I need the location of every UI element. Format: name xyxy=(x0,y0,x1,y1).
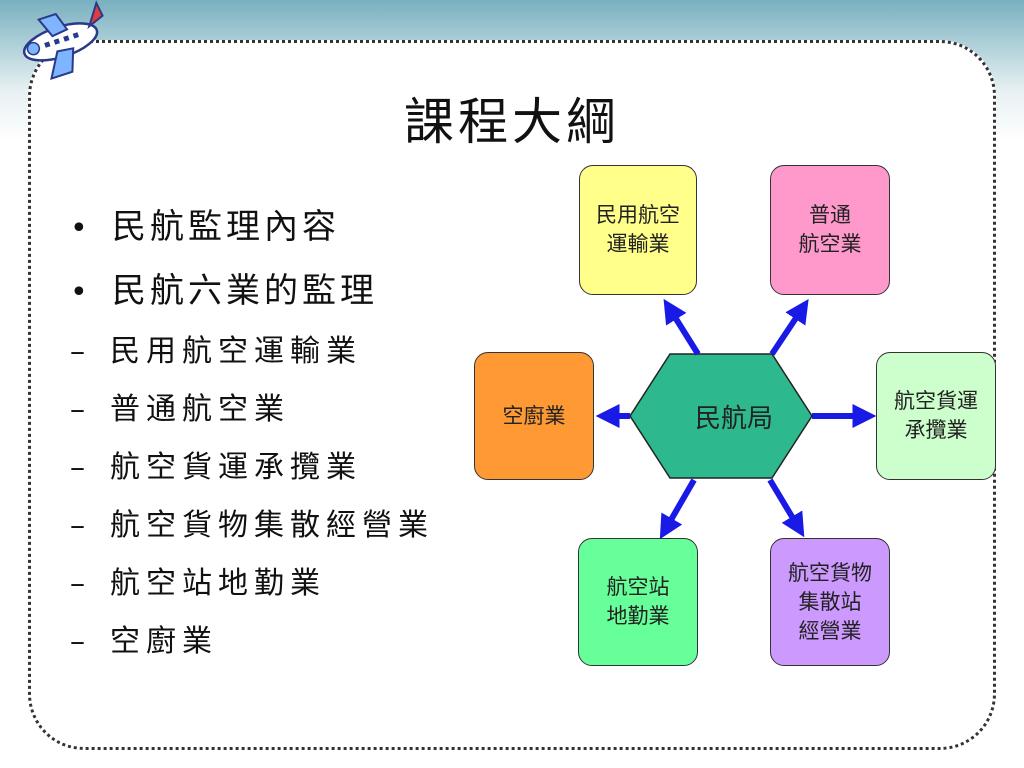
sub-bullet-text: 普通航空業 xyxy=(110,392,290,427)
node-civil-air-transport: 民用航空 運輸業 xyxy=(579,165,697,295)
sub-bullet-item: –航空貨物集散經營業 xyxy=(70,497,434,555)
sub-bullet-text: 民用航空運輸業 xyxy=(110,334,362,369)
sub-bullet-item: –空廚業 xyxy=(70,613,434,671)
sub-bullet-text: 航空站地勤業 xyxy=(110,566,326,601)
sub-bullet-dash: – xyxy=(70,392,85,427)
sub-bullet-dash: – xyxy=(70,334,85,369)
sub-bullet-text: 航空貨物集散經營業 xyxy=(110,508,434,543)
bullet-text: 民航監理內容 xyxy=(112,207,340,247)
node-ground-handling: 航空站 地勤業 xyxy=(578,538,698,666)
node-catering: 空廚業 xyxy=(474,352,594,480)
node-air-freight-forwarding: 航空貨運 承攬業 xyxy=(876,352,996,480)
bullet-dot: • xyxy=(70,275,92,310)
arrow-to-general-aviation xyxy=(769,299,809,356)
hub-label: 民航局 xyxy=(694,403,773,434)
bullet-dot: • xyxy=(70,211,92,246)
bullet-item: • 民航監理內容 xyxy=(70,195,434,259)
sub-bullet-item: –民用航空運輸業 xyxy=(70,323,434,381)
sub-bullet-dash: – xyxy=(70,450,85,485)
bullet-item: • 民航六業的監理 xyxy=(70,259,434,323)
sub-bullet-text: 空廚業 xyxy=(110,624,218,659)
sub-bullet-dash: – xyxy=(70,566,85,601)
sub-bullet-item: –航空貨運承攬業 xyxy=(70,439,434,497)
arrow-to-civil-air-transport xyxy=(663,298,701,356)
node-air-cargo-terminal: 航空貨物 集散站 經營業 xyxy=(770,538,890,666)
outline-list: •民航監理內容 •民航六業的監理 –民用航空運輸業 –普通航空業 –航空貨運承攬… xyxy=(70,195,434,671)
airplane-logo-icon xyxy=(22,0,104,80)
arrow-to-air-cargo-terminal xyxy=(767,478,805,538)
node-general-aviation: 普通 航空業 xyxy=(770,165,890,295)
sub-bullet-item: –航空站地勤業 xyxy=(70,555,434,613)
sub-bullet-dash: – xyxy=(70,508,85,543)
sub-bullet-dash: – xyxy=(70,624,85,659)
sub-bullet-item: –普通航空業 xyxy=(70,381,434,439)
bullet-text: 民航六業的監理 xyxy=(112,271,378,311)
arrow-to-ground-handling xyxy=(659,478,697,540)
sub-bullet-text: 航空貨運承攬業 xyxy=(110,450,362,485)
slide-title: 課程大綱 xyxy=(404,93,620,151)
